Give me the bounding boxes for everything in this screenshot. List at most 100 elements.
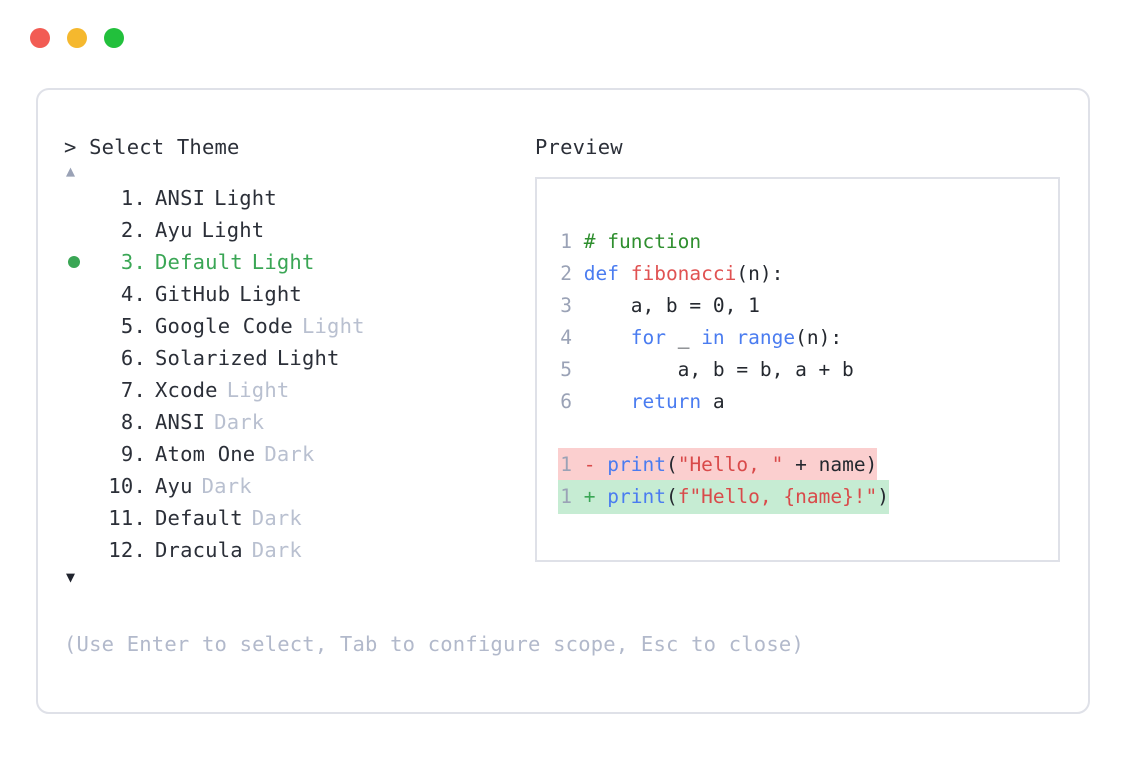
line-number: 2: [560, 262, 572, 285]
code-line: 2 def fibonacci(n):: [558, 258, 889, 290]
theme-index: 10.: [108, 474, 146, 498]
code-token: range: [736, 326, 796, 349]
theme-variant: Light: [239, 282, 302, 306]
code-token: (n):: [736, 262, 784, 285]
theme-name: ANSI: [155, 410, 206, 434]
code-line: 5 a, b = b, a + b: [558, 354, 889, 386]
keyboard-hint: (Use Enter to select, Tab to configure s…: [64, 632, 804, 656]
theme-name: ANSI: [155, 186, 206, 210]
theme-list-item[interactable]: 9. Atom One Dark: [64, 438, 534, 470]
theme-index: 4.: [120, 282, 146, 306]
code-token: [725, 326, 737, 349]
code-token: f"Hello, {name}!": [677, 485, 878, 508]
theme-variant: Light: [226, 378, 290, 402]
code-token: a, b = b, a + b: [583, 358, 854, 381]
code-token: _: [665, 326, 702, 349]
theme-variant: Dark: [251, 538, 302, 562]
close-button[interactable]: [30, 28, 50, 48]
theme-list-item[interactable]: 4. GitHub Light: [64, 278, 534, 310]
code-token: in: [701, 326, 725, 349]
theme-index: 9.: [120, 442, 146, 466]
code-token: return: [630, 390, 702, 413]
theme-list-item[interactable]: 3. Default Light: [64, 246, 534, 278]
selection-indicator-slot: [64, 256, 98, 268]
scroll-down-icon[interactable]: ▼: [66, 568, 76, 586]
theme-name: GitHub: [155, 282, 231, 306]
code-token: ,: [724, 294, 749, 317]
theme-list-item[interactable]: 8. ANSI Dark: [64, 406, 534, 438]
code-line: 1 # function: [558, 226, 889, 258]
theme-name: Atom One: [155, 442, 256, 466]
code-line: 4 for _ in range(n):: [558, 322, 889, 354]
theme-variant: Light: [214, 186, 277, 210]
theme-index: 11.: [108, 506, 146, 530]
maximize-button[interactable]: [104, 28, 124, 48]
code-token: a: [701, 390, 725, 413]
code-token: print: [607, 453, 666, 476]
code-token: for: [630, 326, 666, 349]
code-token: fibonacci: [630, 262, 737, 285]
theme-index: 1.: [120, 186, 146, 210]
line-number: 1: [560, 230, 572, 253]
theme-list-item[interactable]: 2. Ayu Light: [64, 214, 534, 246]
theme-index: 8.: [120, 410, 146, 434]
theme-index: 7.: [120, 378, 146, 402]
select-theme-prompt: > Select Theme: [64, 135, 240, 159]
preview-label: Preview: [535, 135, 623, 159]
scroll-up-icon[interactable]: ▲: [66, 162, 76, 180]
code-token: "Hello, ": [677, 453, 784, 476]
code-token: a, b =: [583, 294, 713, 317]
selected-dot-icon: [68, 256, 80, 268]
code-token: print: [607, 485, 666, 508]
code-token: # function: [583, 230, 702, 253]
window-titlebar: [30, 28, 124, 48]
code-spacer: [558, 418, 889, 448]
code-token: + name): [783, 453, 878, 476]
diff-line: 1 - print("Hello, " + name): [558, 448, 889, 482]
code-token: def: [583, 262, 631, 285]
theme-name: Ayu: [155, 474, 193, 498]
theme-variant: Light: [301, 314, 365, 338]
theme-list-item[interactable]: 12. Dracula Dark: [64, 534, 534, 566]
theme-variant: Dark: [264, 442, 315, 466]
diff-marker: -: [583, 453, 596, 476]
theme-index: 5.: [120, 314, 146, 338]
code-token: 0: [712, 294, 725, 317]
theme-list-item[interactable]: 1. ANSI Light: [64, 182, 534, 214]
theme-name: Ayu: [155, 218, 193, 242]
line-number: 3: [560, 294, 572, 317]
theme-name: Dracula: [155, 538, 243, 562]
theme-name: Default: [155, 506, 243, 530]
theme-variant: Light: [251, 250, 315, 274]
theme-index: 12.: [108, 538, 146, 562]
code-token: ): [877, 485, 890, 508]
theme-variant: Light: [276, 346, 340, 370]
theme-list-item[interactable]: 10. Ayu Dark: [64, 470, 534, 502]
code-token: (n):: [795, 326, 843, 349]
theme-index: 2.: [120, 218, 146, 242]
diff-added-line: 1 + print(f"Hello, {name}!"): [558, 480, 890, 514]
diff-marker: +: [583, 485, 596, 508]
code-token: (: [665, 453, 678, 476]
diff-removed-line: 1 - print("Hello, " + name): [558, 448, 878, 482]
minimize-button[interactable]: [67, 28, 87, 48]
line-number: 6: [560, 390, 572, 413]
code-token: [584, 390, 631, 413]
line-number: 1: [560, 453, 572, 476]
theme-variant: Dark: [201, 474, 252, 498]
theme-variant: Light: [201, 218, 265, 242]
theme-index: 3.: [120, 250, 146, 274]
theme-name: Default: [155, 250, 243, 274]
theme-index: 6.: [120, 346, 146, 370]
theme-variant: Dark: [214, 410, 265, 434]
